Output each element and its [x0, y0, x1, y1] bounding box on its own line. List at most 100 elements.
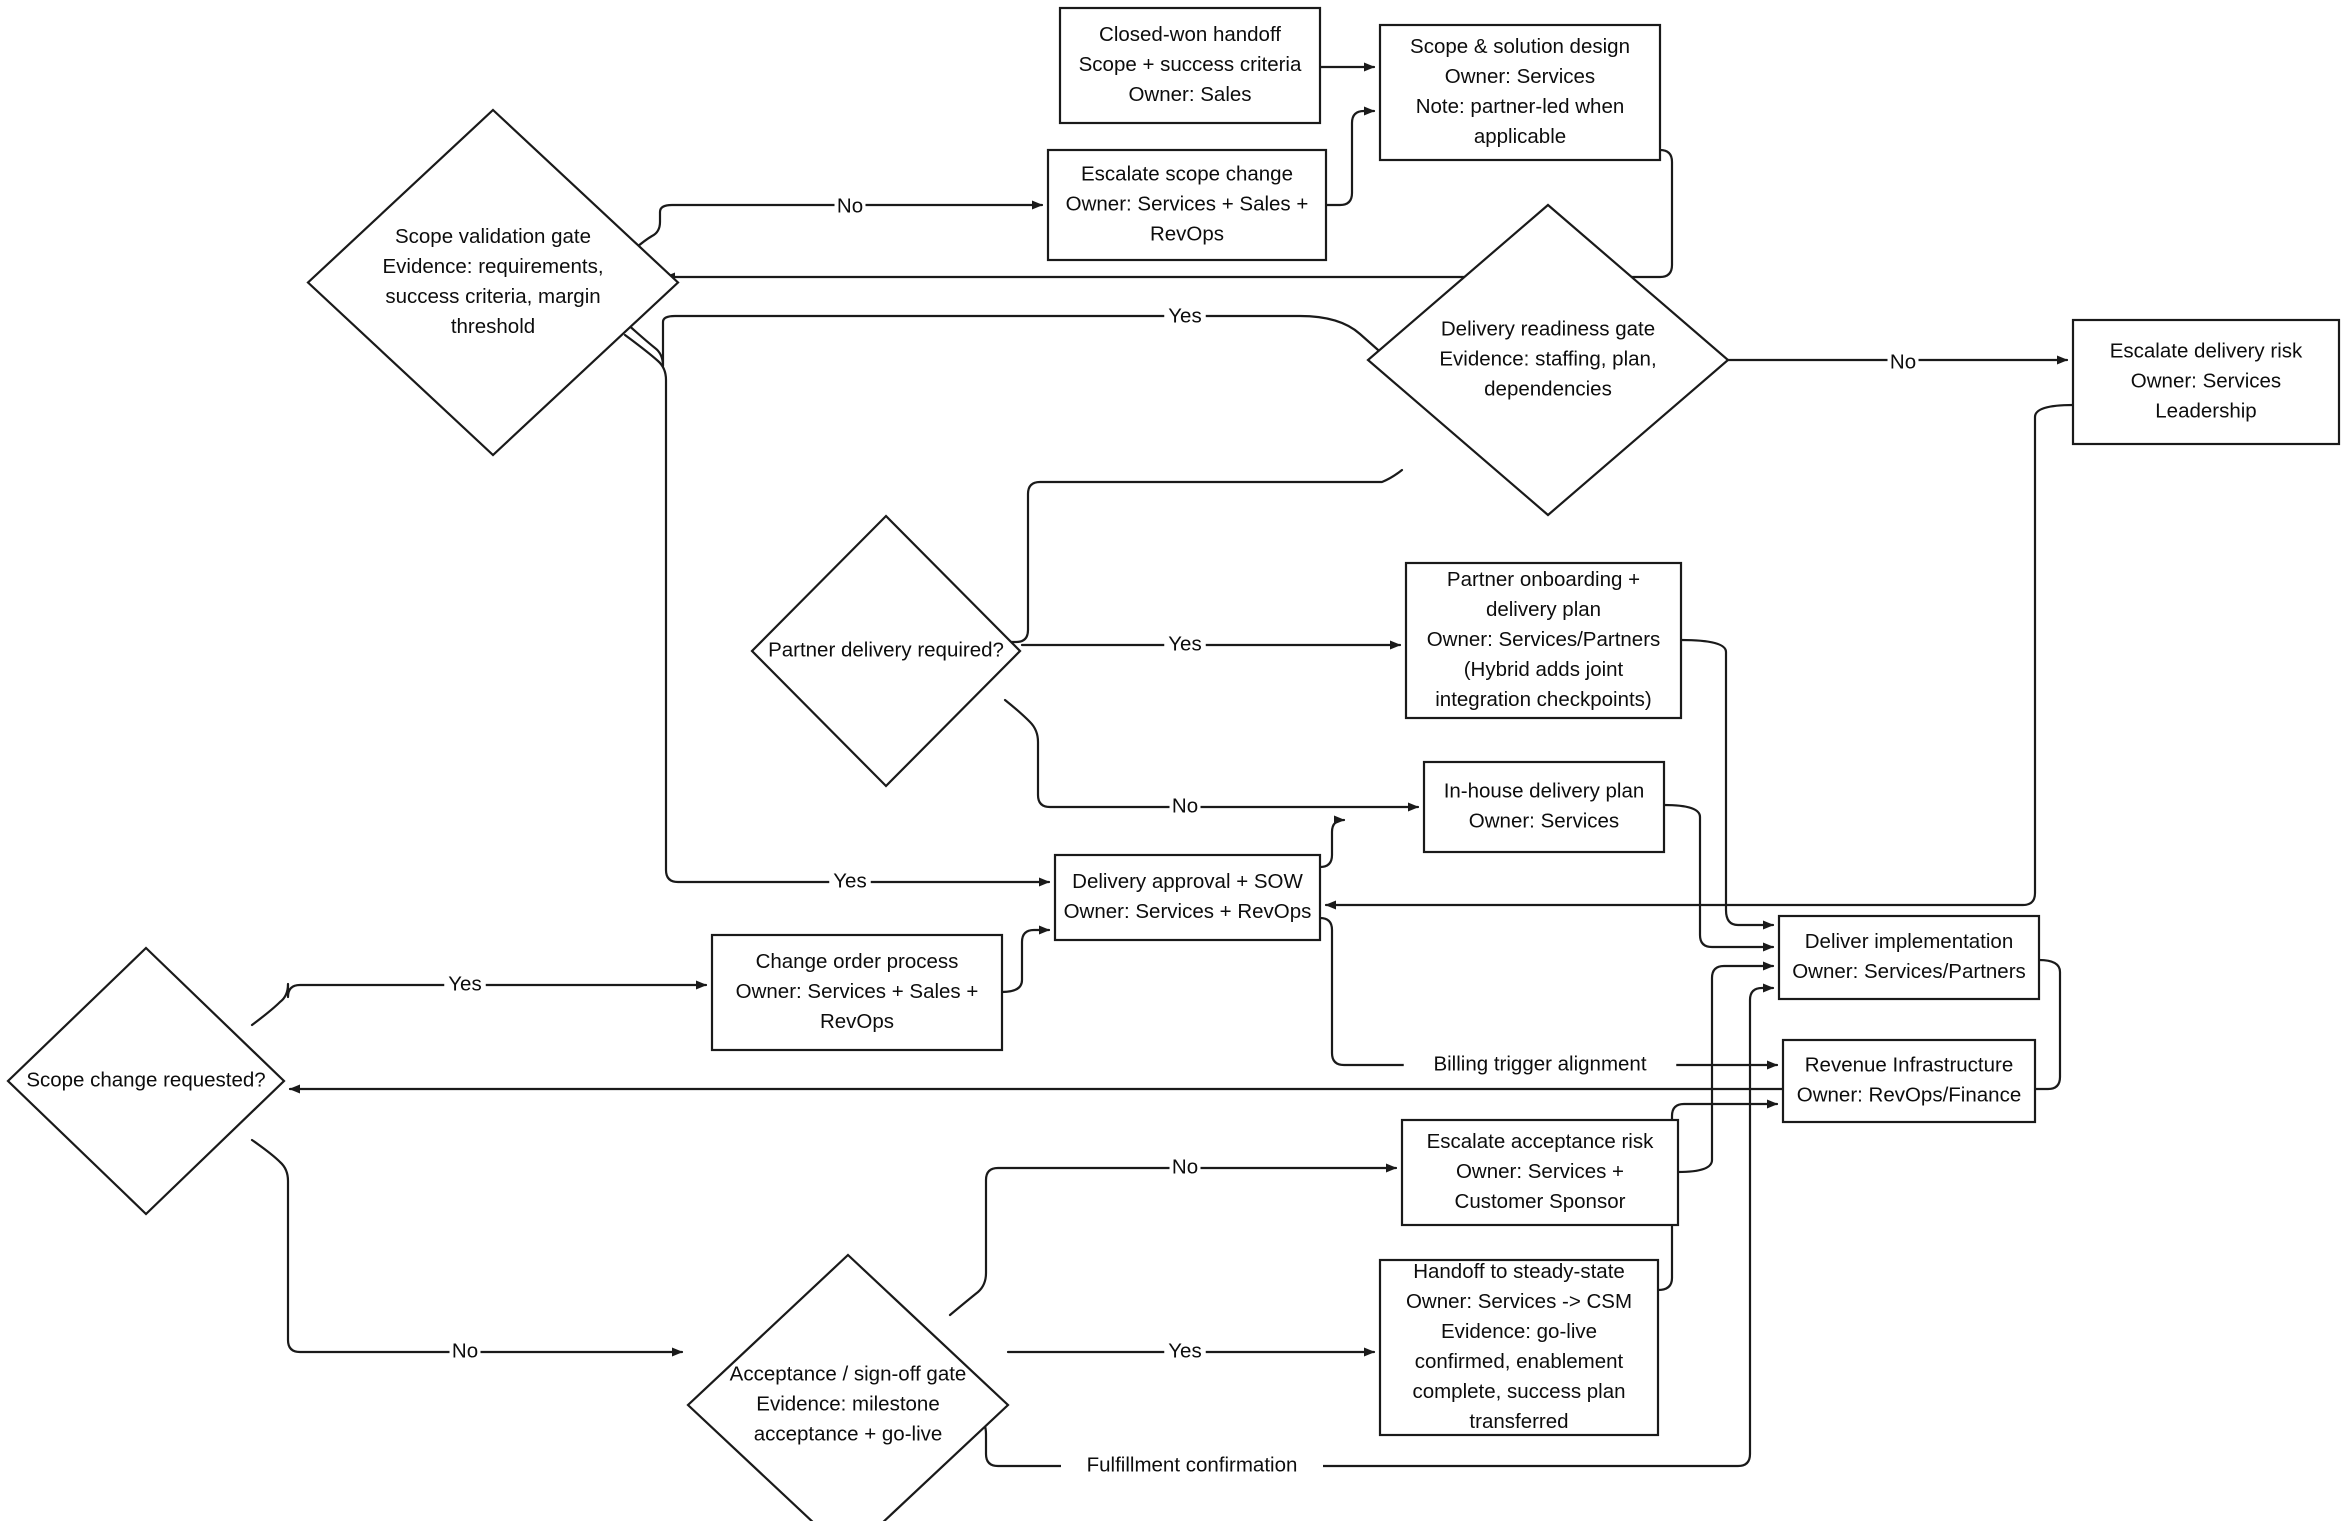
node-text-line: Change order process [756, 950, 959, 973]
node-text-line: Owner: Services + RevOps [1064, 900, 1312, 923]
flow-edge [1679, 638, 1775, 930]
node-text-line: Escalate delivery risk [2110, 339, 2303, 362]
decision-diamond [306, 108, 680, 457]
flow-edge [1324, 403, 2075, 910]
flow-edge [250, 1138, 684, 1357]
edge-label-group: Billing trigger alignment [1403, 1052, 1677, 1078]
node-text-line: Leadership [2155, 399, 2256, 422]
flow-edge [623, 314, 1388, 368]
edge-label-backdrop [829, 869, 871, 895]
node-text-line: delivery plan [1486, 598, 1601, 621]
flow-edge [1318, 815, 1346, 869]
process-box [1053, 853, 1322, 942]
node-text-line: Delivery approval + SOW [1072, 870, 1303, 893]
edge-label-backdrop [1164, 304, 1206, 330]
edge-label-backdrop [1164, 632, 1206, 658]
edge-label-group: Yes [444, 972, 486, 998]
process-box [1400, 1118, 1680, 1227]
edge-label: Yes [1168, 304, 1201, 327]
node-text-line: Deliver implementation [1805, 930, 2014, 953]
edge-label-backdrop [449, 1339, 481, 1365]
edge-label: No [837, 194, 863, 217]
node-text-line: Scope + success criteria [1079, 53, 1302, 76]
flow-edge [1000, 925, 1051, 994]
node-text-line: Owner: Services/Partners [1427, 628, 1661, 651]
flow-node-partner_onboarding[interactable]: Partner onboarding +delivery planOwner: … [1404, 561, 1683, 720]
node-text-line: Owner: Services/Partners [1792, 960, 2026, 983]
node-text-line: integration checkpoints) [1435, 688, 1652, 711]
node-text-line: Scope & solution design [1410, 35, 1630, 58]
edge-label-group: Yes [1164, 632, 1206, 658]
node-text-line: acceptance + go-live [754, 1422, 943, 1445]
node-text-line: confirmed, enablement [1415, 1350, 1624, 1373]
flow-edge [288, 958, 2062, 1094]
edge-label: No [1890, 350, 1916, 373]
node-text-line: Owner: Services + Sales + [736, 980, 979, 1003]
node-text-line: Owner: RevOps/Finance [1797, 1083, 2021, 1106]
flow-edge [1003, 698, 1420, 812]
node-text-line: Handoff to steady-state [1413, 1260, 1625, 1283]
flow-edge [663, 148, 1674, 282]
node-text-line: Customer Sponsor [1455, 1190, 1626, 1213]
flow-edge [948, 1163, 1398, 1317]
decision-diamond [750, 514, 1022, 788]
edge-label: Yes [833, 869, 866, 892]
node-text-line: Scope change requested? [26, 1068, 265, 1091]
process-box [1046, 148, 1328, 262]
node-text-line: Revenue Infrastructure [1805, 1053, 2014, 1076]
decision-diamond [1366, 203, 1730, 517]
flow-edge [1676, 961, 1775, 1174]
edge-label: Yes [1168, 632, 1201, 655]
process-box [1422, 760, 1666, 854]
node-text-line: Closed-won handoff [1099, 23, 1281, 46]
flow-edge [1662, 803, 1775, 952]
node-text-line: RevOps [820, 1010, 894, 1033]
node-text-line: Delivery readiness gate [1441, 317, 1655, 340]
edge-label-group: No [1169, 794, 1201, 820]
node-text-line: Owner: Services + Sales + [1066, 192, 1309, 215]
edge-label: No [452, 1339, 478, 1362]
node-text-line: Owner: Services [1469, 809, 1619, 832]
node-text-line: Owner: Services -> CSM [1406, 1290, 1632, 1313]
node-text-line: Owner: Services [1445, 65, 1595, 88]
process-box [1781, 1038, 2037, 1124]
edge-label-backdrop [1403, 1052, 1677, 1078]
edge-label-backdrop [834, 194, 866, 220]
node-text-line: Owner: Services + [1456, 1160, 1624, 1183]
flow-node-delivery_approval_sow[interactable]: Delivery approval + SOW Owner: Services +… [1053, 853, 1322, 942]
edge-label-group: No [1887, 350, 1919, 376]
edge-label: Billing trigger alignment [1433, 1052, 1646, 1075]
edge-label-backdrop [1887, 350, 1919, 376]
flow-node-partner_delivery_required[interactable]: Partner delivery required? [750, 514, 1022, 788]
node-text-line: Scope validation gate [395, 225, 591, 248]
edge-label: No [1172, 1155, 1198, 1178]
node-text-line: applicable [1474, 125, 1566, 148]
edge-label: Fulfillment confirmation [1087, 1453, 1298, 1476]
node-text-line: Escalate scope change [1081, 162, 1293, 185]
edge-label-group: Fulfillment confirmation [1061, 1453, 1323, 1479]
flow-edge [1656, 1099, 1779, 1292]
edge-label-backdrop [1164, 1339, 1206, 1365]
process-box [710, 933, 1004, 1052]
flow-node-scope_change_requested[interactable]: Scope change requested? [6, 946, 286, 1216]
process-box [2071, 318, 2341, 446]
node-text-line: dependencies [1484, 377, 1612, 400]
edge-label-group: Yes [829, 869, 871, 895]
flow-edge [958, 468, 1404, 647]
